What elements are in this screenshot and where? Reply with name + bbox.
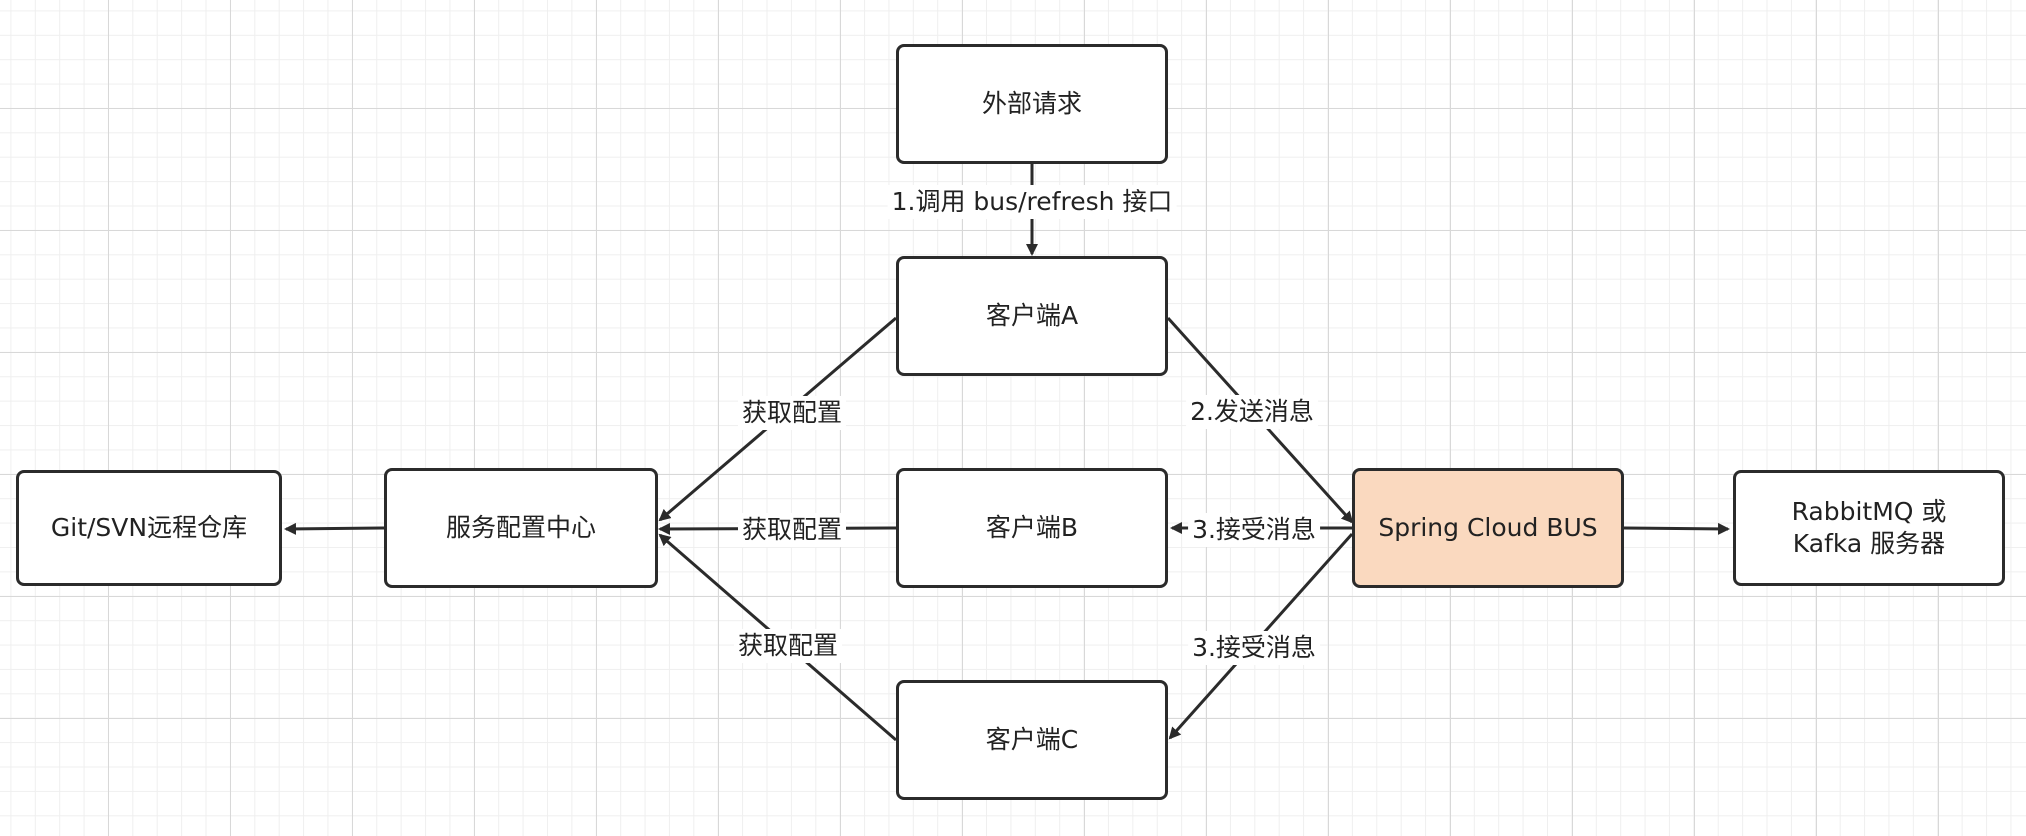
label-call-refresh: 1.调用 bus/refresh 接口	[887, 185, 1177, 219]
node-spring-cloud-bus[interactable]: Spring Cloud BUS	[1352, 468, 1624, 588]
node-external-request[interactable]: 外部请求	[896, 44, 1168, 164]
node-client-b[interactable]: 客户端B	[896, 468, 1168, 588]
edge-config-to-git	[284, 522, 385, 535]
node-client-a[interactable]: 客户端A	[896, 256, 1168, 376]
label-receive-message-b: 3.接受消息	[1188, 513, 1320, 547]
label-receive-message-c: 3.接受消息	[1188, 631, 1320, 665]
node-config-center[interactable]: 服务配置中心	[384, 468, 658, 588]
edge-bus-to-mq	[1623, 522, 1730, 535]
label-fetch-config-c: 获取配置	[733, 629, 843, 663]
node-client-c[interactable]: 客户端C	[896, 680, 1168, 800]
label-fetch-config-a: 获取配置	[737, 396, 847, 430]
label-fetch-config-b: 获取配置	[737, 513, 847, 547]
node-mq-server[interactable]: RabbitMQ 或 Kafka 服务器	[1733, 470, 2005, 586]
node-git-repo[interactable]: Git/SVN远程仓库	[16, 470, 282, 586]
label-send-message: 2.发送消息	[1186, 395, 1318, 429]
